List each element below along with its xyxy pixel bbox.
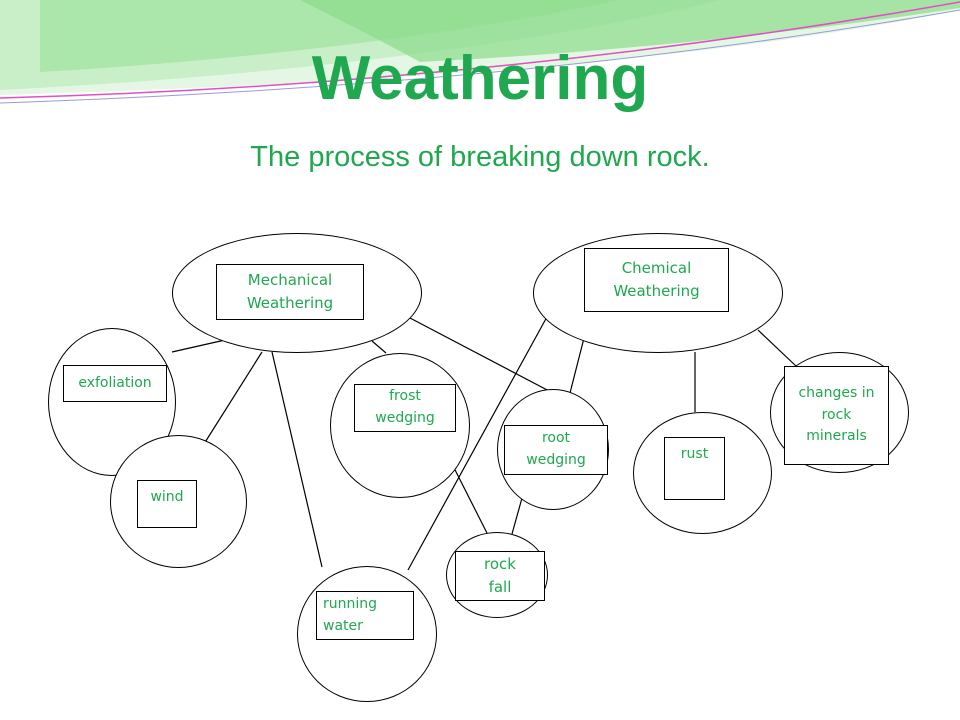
link-chemical-root-wedging bbox=[569, 337, 585, 394]
link-chemical-running-water bbox=[407, 314, 549, 571]
link-mechanical-wind bbox=[196, 351, 263, 456]
link-root-wedging-rock-fall bbox=[511, 497, 523, 535]
link-chemical-changes bbox=[757, 329, 798, 368]
label-chemical-weathering: Chemical Weathering bbox=[584, 248, 729, 312]
label-mechanical-weathering: Mechanical Weathering bbox=[216, 264, 364, 320]
slide-subtitle: The process of breaking down rock. bbox=[250, 141, 710, 173]
label-root-wedging: root wedging bbox=[504, 425, 608, 475]
label-running-water: running water bbox=[316, 591, 414, 640]
label-frost-wedging: frost wedging bbox=[354, 384, 456, 432]
label-wind: wind bbox=[137, 480, 197, 528]
label-changes-in-rock-minerals: changes in rock minerals bbox=[784, 366, 889, 465]
link-mechanical-frost-wedging bbox=[371, 340, 387, 354]
slide-title: Weathering bbox=[311, 44, 649, 113]
link-mechanical-exfoliation bbox=[171, 339, 226, 353]
link-mechanical-running-water bbox=[271, 351, 323, 568]
link-mechanical-root-wedging bbox=[409, 317, 552, 393]
label-rock-fall: rock fall bbox=[455, 551, 545, 601]
label-exfoliation: exfoliation bbox=[63, 365, 167, 402]
label-rust: rust bbox=[664, 437, 725, 500]
